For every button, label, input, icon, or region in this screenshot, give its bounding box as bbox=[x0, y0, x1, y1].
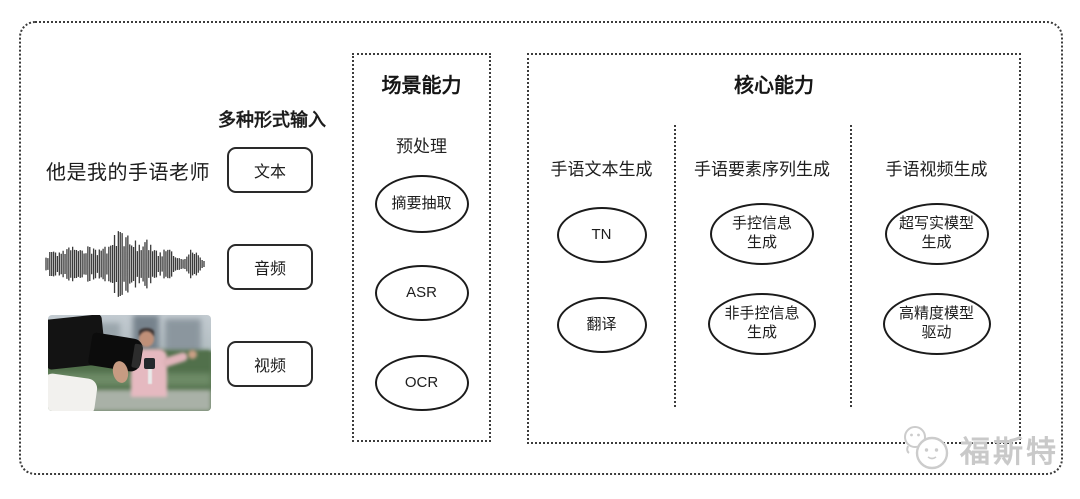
column-header: 手语要素序列生成 bbox=[694, 160, 830, 179]
photo-microphone-cube bbox=[144, 358, 156, 370]
watermark-logo-icon bbox=[904, 426, 949, 470]
core-capability-title: 核心能力 bbox=[734, 75, 814, 97]
column-header: 手语文本生成 bbox=[550, 160, 653, 179]
preprocess-label: 预处理 bbox=[396, 137, 447, 156]
input-type-video-label: 视频 bbox=[253, 358, 286, 375]
photo-reporter-face bbox=[139, 331, 155, 348]
node-tn: TN bbox=[556, 207, 647, 263]
input-type-text-box: 文本 bbox=[227, 147, 313, 193]
watermark-text: 福斯特 bbox=[960, 436, 1059, 469]
column-sign-video-generation: 手语视频生成 超写实模型 生成 高精度模型 驱动 bbox=[850, 55, 1023, 442]
column-header: 手语视频生成 bbox=[885, 160, 988, 179]
photo-reporter-hand bbox=[188, 349, 198, 359]
watermark: 福斯特 bbox=[898, 424, 1059, 474]
input-type-audio-box: 音频 bbox=[227, 244, 313, 290]
inputs-header: 多种形式输入 bbox=[218, 110, 326, 130]
node-non-manual-info-generation: 非手控信息 生成 bbox=[708, 293, 816, 355]
node-hyperrealistic-model-generation: 超写实模型 生成 bbox=[884, 203, 989, 265]
text-input-sample: 他是我的手语老师 bbox=[46, 162, 210, 184]
column-divider bbox=[850, 125, 852, 407]
column-sign-text-generation: 手语文本生成 TN 翻译 bbox=[529, 55, 674, 442]
column-sign-element-sequence-generation: 手语要素序列生成 手控信息 生成 非手控信息 生成 bbox=[674, 55, 850, 442]
scene-capability-box: 场景能力 预处理 摘要抽取 ASR OCR bbox=[352, 53, 491, 442]
audio-waveform-icon bbox=[45, 231, 205, 297]
node-manual-info-generation: 手控信息 生成 bbox=[710, 203, 814, 265]
column-divider bbox=[674, 125, 676, 407]
video-input-photo bbox=[48, 315, 211, 411]
node-translation: 翻译 bbox=[556, 297, 647, 353]
photo-building bbox=[165, 318, 202, 354]
core-capability-box: 核心能力 手语文本生成 TN 翻译 手语要素序列生成 手控信息 生成 非手控信息… bbox=[527, 53, 1021, 444]
node-summary-extraction: 摘要抽取 bbox=[374, 175, 469, 233]
input-type-text-label: 文本 bbox=[253, 164, 286, 181]
node-asr: ASR bbox=[374, 265, 469, 321]
input-type-video-box: 视频 bbox=[227, 341, 313, 387]
input-type-audio-label: 音频 bbox=[253, 261, 286, 278]
photo-microphone bbox=[148, 366, 153, 384]
outer-dashed-border bbox=[19, 21, 1063, 475]
node-ocr: OCR bbox=[374, 355, 469, 411]
scene-capability-title: 场景能力 bbox=[381, 75, 462, 97]
node-high-precision-model-driving: 高精度模型 驱动 bbox=[882, 293, 991, 355]
